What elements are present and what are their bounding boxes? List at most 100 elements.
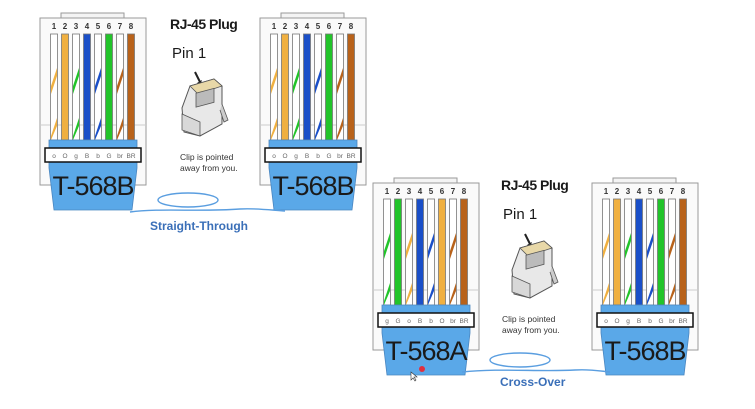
wire-stripe — [293, 68, 299, 94]
wire-stripe — [625, 233, 631, 259]
pin-number: 2 — [63, 22, 68, 31]
pin-number: 6 — [327, 22, 332, 31]
pin-number: 1 — [52, 22, 57, 31]
plug-note-line1: Clip is pointed — [180, 152, 234, 162]
wire-stripe — [315, 68, 321, 94]
wire-brown — [127, 33, 135, 141]
pin-number: 1 — [272, 22, 277, 31]
wire-stripe — [73, 118, 79, 140]
rj45-plug-icon — [511, 233, 559, 299]
wire-stripe — [669, 283, 675, 305]
pin-number: 6 — [440, 187, 445, 196]
wire-orange — [613, 198, 621, 306]
wire-orange — [61, 33, 69, 141]
color-code-letter: O — [282, 153, 287, 160]
color-code-letter: BR — [126, 153, 135, 160]
wire-green — [325, 33, 333, 141]
standard-label: T-568A — [385, 336, 467, 366]
wire-stripe — [51, 118, 57, 140]
wire-stripe — [450, 283, 456, 305]
color-code-strip — [596, 312, 694, 328]
pin-number: 6 — [659, 187, 664, 196]
straight-through-cable: Straight-Through — [129, 192, 286, 233]
pin-number: 7 — [670, 187, 675, 196]
pin-number: 4 — [637, 187, 642, 196]
color-code-letter: b — [429, 318, 433, 325]
pin-number: 5 — [429, 187, 434, 196]
color-code-letter: BR — [459, 318, 468, 325]
pin-number: 5 — [96, 22, 101, 31]
color-code-letter: G — [395, 318, 400, 325]
color-code-letter: br — [450, 318, 457, 325]
standard-label: T-568B — [52, 171, 133, 201]
pin-number: 1 — [385, 187, 390, 196]
pin-number: 8 — [129, 22, 134, 31]
pin-number: 3 — [407, 187, 412, 196]
pin-number: 7 — [451, 187, 456, 196]
color-code-strip — [377, 312, 475, 328]
pin-number: 3 — [626, 187, 631, 196]
rj45-plug-illustration-2: RJ-45 Plug Pin 1 Clip is pointed away fr… — [501, 177, 569, 335]
wire-stripe — [271, 118, 277, 140]
pin-number: 3 — [294, 22, 299, 31]
wire-brown — [679, 198, 687, 306]
color-code-letter: b — [648, 318, 652, 325]
color-code-letter: O — [614, 318, 619, 325]
color-code-letter: BR — [346, 153, 355, 160]
wire-stripe — [73, 68, 79, 94]
plug-title: RJ-45 Plug — [501, 177, 568, 193]
color-code-letter: B — [305, 153, 309, 160]
wire-stripe — [603, 233, 609, 259]
wire-stripe — [428, 283, 434, 305]
wire-stripe — [51, 68, 57, 94]
wire-stripe — [315, 118, 321, 140]
color-code-strip — [44, 147, 142, 163]
pin-number: 6 — [107, 22, 112, 31]
wire-stripe — [406, 233, 412, 259]
color-code-letter: g — [74, 153, 78, 160]
standard-label: T-568B — [604, 336, 685, 366]
pin-number: 8 — [681, 187, 686, 196]
plug-title: RJ-45 Plug — [170, 16, 237, 32]
color-code-letter: O — [439, 318, 444, 325]
pin-number: 4 — [418, 187, 423, 196]
pin-number: 8 — [462, 187, 467, 196]
pin-number: 7 — [338, 22, 343, 31]
wire-blue — [416, 198, 424, 306]
color-code-letter: br — [337, 153, 344, 160]
wire-brown — [460, 198, 468, 306]
wire-stripe — [337, 118, 343, 140]
plug-note-line2: away from you. — [502, 325, 560, 335]
pin-number: 3 — [74, 22, 79, 31]
wire-stripe — [384, 233, 390, 259]
pin-number: 4 — [85, 22, 90, 31]
pin-number: 2 — [615, 187, 620, 196]
cross-over-cable: Cross-Over — [461, 352, 611, 389]
pin-number: 2 — [396, 187, 401, 196]
standard-label: T-568B — [272, 171, 353, 201]
pin-number: 8 — [349, 22, 354, 31]
wire-stripe — [95, 118, 101, 140]
pin1-label: Pin 1 — [172, 45, 206, 62]
wire-stripe — [450, 233, 456, 259]
color-code-letter: B — [85, 153, 89, 160]
color-code-letter: O — [62, 153, 67, 160]
wire-stripe — [117, 68, 123, 94]
wire-stripe — [603, 283, 609, 305]
pin-number: 5 — [316, 22, 321, 31]
pin-number: 1 — [604, 187, 609, 196]
wire-stripe — [669, 233, 675, 259]
wire-stripe — [384, 283, 390, 305]
color-code-letter: b — [96, 153, 100, 160]
wire-stripe — [625, 283, 631, 305]
wire-stripe — [293, 118, 299, 140]
rj45-plug-icon — [181, 71, 229, 137]
color-code-strip — [264, 147, 362, 163]
pin-number: 4 — [305, 22, 310, 31]
wire-green — [394, 198, 402, 306]
color-code-letter: B — [418, 318, 422, 325]
wire-stripe — [271, 68, 277, 94]
color-code-letter: g — [626, 318, 630, 325]
